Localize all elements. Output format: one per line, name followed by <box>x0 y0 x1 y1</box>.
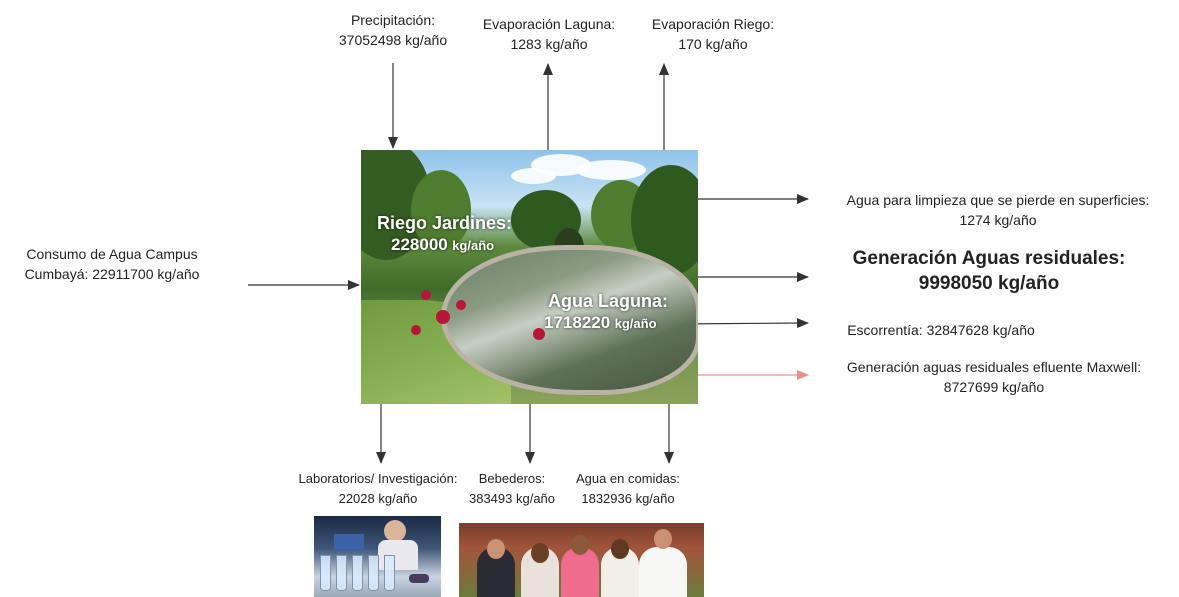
evap-lagoon-label: Evaporación Laguna: 1283 kg/año <box>482 16 616 52</box>
cleaning-loss-label: Agua para limpieza que se pierde en supe… <box>846 192 1150 228</box>
laboratory-photo <box>314 516 441 597</box>
lagoon-water-overlay: Agua Laguna: 1718220 kg/año <box>544 291 668 332</box>
evap-irrigation-label: Evaporación Riego: 170 kg/año <box>651 16 775 52</box>
students-photo <box>459 523 704 597</box>
runoff-label: Escorrentía: 32847628 kg/año <box>847 322 1035 338</box>
labs-label: Laboratorios/ Investigación: 22028 kg/añ… <box>298 471 458 506</box>
garden-pond-photo: Riego Jardines: 228000 kg/año Agua Lagun… <box>361 150 698 404</box>
campus-consumption-label: Consumo de Agua Campus Cumbayá: 22911700… <box>24 246 200 282</box>
fountains-label: Bebederos: 383493 kg/año <box>468 471 556 506</box>
maxwell-effluent-label: Generación aguas residuales efluente Max… <box>846 359 1142 395</box>
meals-label: Agua en comidas: 1832936 kg/año <box>575 471 681 506</box>
garden-irrigation-overlay: Riego Jardines: 228000 kg/año <box>377 213 513 254</box>
precipitation-label: Precipitación: 37052498 kg/año <box>338 12 448 48</box>
wastewater-label: Generación Aguas residuales: 9998050 kg/… <box>852 248 1126 294</box>
